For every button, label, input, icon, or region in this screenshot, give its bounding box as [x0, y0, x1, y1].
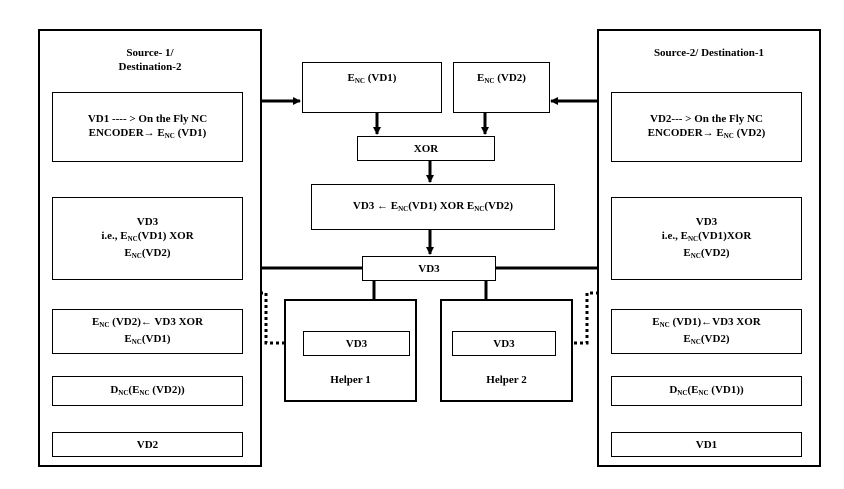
source1-title: Source- 1/ Destination-2: [118, 47, 182, 73]
enc-vd2-box: ENC (VD2): [453, 62, 550, 113]
enc-vd1-box: ENC (VD1): [302, 62, 442, 113]
source2-title: Source-2/ Destination-1: [653, 47, 765, 59]
source1-output-box: VD2: [52, 432, 243, 457]
source2-decode-xor-box: ENC (VD1)←VD3 XOR ENC(VD2): [611, 309, 802, 354]
source1-vd3-box: VD3 i.e., ENC(VD1) XOR ENC(VD2): [52, 197, 243, 280]
source1-encoder-box: VD1 ---- > On the Fly NC ENCODER→ ENC (V…: [52, 92, 243, 162]
source2-encoder-box: VD2--- > On the Fly NC ENCODER→ ENC (VD2…: [611, 92, 802, 162]
source1-decoder-box: DNC(ENC (VD2)): [52, 376, 243, 406]
helper2-vd3-box: VD3: [452, 331, 556, 356]
helper1-label: Helper 1: [330, 374, 371, 386]
source1-decode-xor-box: ENC (VD2)← VD3 XOR ENC(VD1): [52, 309, 243, 354]
vd3-formula-box: VD3 ← ENC(VD1) XOR ENC(VD2): [311, 184, 555, 230]
source2-output-box: VD1: [611, 432, 802, 457]
source2-decoder-box: DNC(ENC (VD1)): [611, 376, 802, 406]
vd3-hub-box: VD3: [362, 256, 496, 281]
source2-vd3-box: VD3 i.e., ENC(VD1)XOR ENC(VD2): [611, 197, 802, 280]
xor-box: XOR: [357, 136, 495, 161]
helper2-label: Helper 2: [486, 374, 527, 386]
helper1-vd3-box: VD3: [303, 331, 410, 356]
